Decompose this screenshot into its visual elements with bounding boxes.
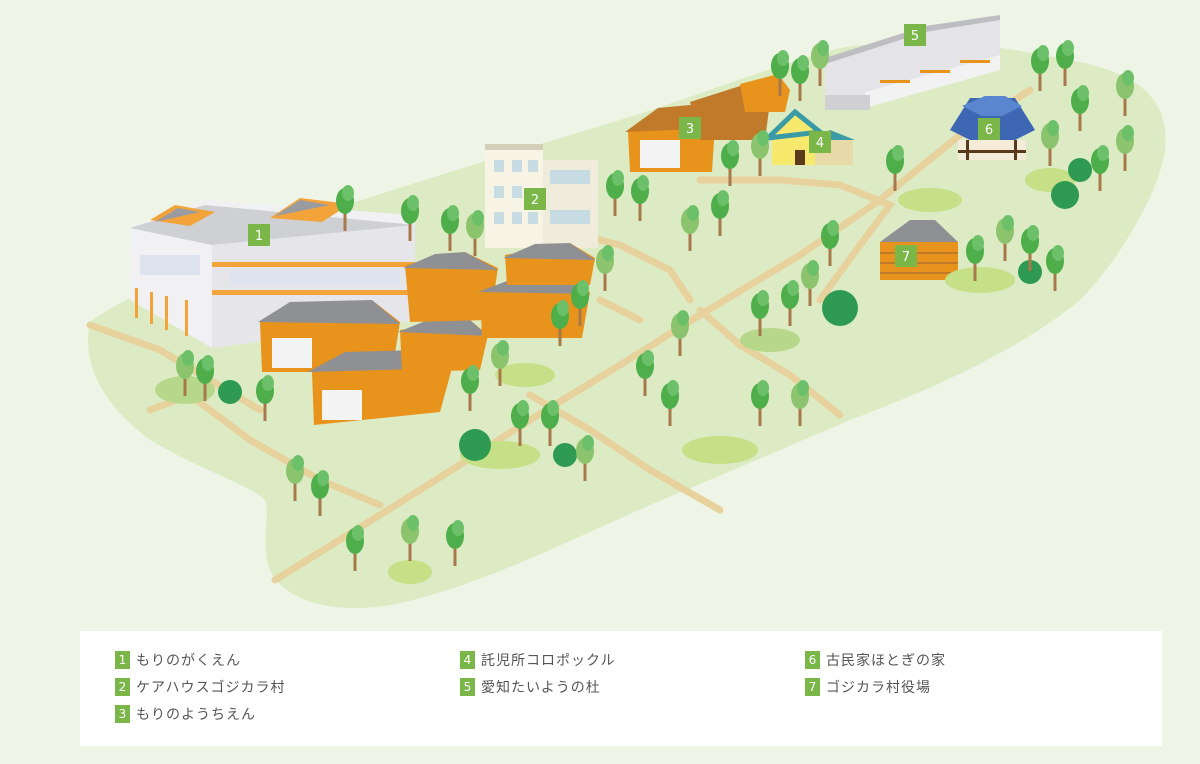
marker-7[interactable]: 7 xyxy=(895,245,917,267)
tree xyxy=(1031,45,1049,91)
tree xyxy=(1091,145,1109,191)
legend-item-4[interactable]: 4 託児所コロポックル xyxy=(460,651,616,669)
tree xyxy=(966,235,984,281)
tree xyxy=(636,350,654,396)
tree xyxy=(886,145,904,191)
tree xyxy=(1071,85,1089,131)
tree xyxy=(461,365,479,411)
tree xyxy=(401,195,419,241)
legend-label: ゴジカラ村役場 xyxy=(826,680,931,696)
tree xyxy=(811,40,829,86)
tree xyxy=(446,520,464,566)
legend-item-7[interactable]: 7 ゴジカラ村役場 xyxy=(805,678,946,696)
legend-column-3: 6 古民家ほとぎの家 7 ゴジカラ村役場 xyxy=(805,651,946,705)
tree xyxy=(821,220,839,266)
tree xyxy=(1021,225,1039,271)
building-morino-gakuen[interactable] xyxy=(130,198,415,348)
tree xyxy=(466,210,484,256)
tree xyxy=(781,280,799,326)
tree xyxy=(576,435,594,481)
legend-item-2[interactable]: 2 ケアハウスゴジカラ村 xyxy=(115,678,285,696)
marker-2[interactable]: 2 xyxy=(524,188,546,210)
tree xyxy=(751,130,769,176)
legend-number-badge: 1 xyxy=(115,651,130,669)
tree xyxy=(671,310,689,356)
legend-label: 託児所コロポックル xyxy=(481,653,616,669)
tree xyxy=(511,400,529,446)
legend-item-1[interactable]: 1 もりのがくえん xyxy=(115,651,285,669)
svg-text:3: 3 xyxy=(686,122,694,137)
legend-number-badge: 4 xyxy=(460,651,475,669)
tree xyxy=(401,515,419,561)
tree xyxy=(311,470,329,516)
legend-label: もりのがくえん xyxy=(136,653,241,669)
legend-number-badge: 5 xyxy=(460,678,475,696)
tree xyxy=(791,380,809,426)
tree xyxy=(551,300,569,346)
tree xyxy=(1116,125,1134,171)
tree xyxy=(346,525,364,571)
legend-item-6[interactable]: 6 古民家ほとぎの家 xyxy=(805,651,946,669)
building-morino-youchien[interactable] xyxy=(625,74,790,172)
tree xyxy=(606,170,624,216)
tree xyxy=(681,205,699,251)
svg-text:6: 6 xyxy=(985,123,993,138)
legend-column-2: 4 託児所コロポックル 5 愛知たいようの杜 xyxy=(460,651,616,705)
tree xyxy=(491,340,509,386)
marker-3[interactable]: 3 xyxy=(679,117,701,139)
tree xyxy=(571,280,589,326)
legend-column-1: 1 もりのがくえん 2 ケアハウスゴジカラ村 3 もりのようちえん xyxy=(115,651,285,732)
trees xyxy=(176,40,1134,571)
tree xyxy=(751,290,769,336)
tree xyxy=(286,455,304,501)
shrubs xyxy=(155,158,1092,584)
tree xyxy=(1116,70,1134,116)
legend-label: もりのようちえん xyxy=(136,707,256,723)
svg-text:1: 1 xyxy=(255,229,263,244)
legend-item-3[interactable]: 3 もりのようちえん xyxy=(115,705,285,723)
tree xyxy=(721,140,739,186)
marker-5[interactable]: 5 xyxy=(904,24,926,46)
tree xyxy=(256,375,274,421)
legend-item-5[interactable]: 5 愛知たいようの杜 xyxy=(460,678,616,696)
tree xyxy=(541,400,559,446)
tree xyxy=(751,380,769,426)
tree xyxy=(596,245,614,291)
legend-number-badge: 7 xyxy=(805,678,820,696)
tree xyxy=(631,175,649,221)
svg-text:2: 2 xyxy=(531,193,539,208)
marker-1[interactable]: 1 xyxy=(248,224,270,246)
tree xyxy=(711,190,729,236)
tree xyxy=(1046,245,1064,291)
tree xyxy=(336,185,354,231)
legend-number-badge: 2 xyxy=(115,678,130,696)
tree xyxy=(176,350,194,396)
legend-number-badge: 6 xyxy=(805,651,820,669)
marker-4[interactable]: 4 xyxy=(809,131,831,153)
legend-label: ケアハウスゴジカラ村 xyxy=(136,680,286,696)
tree xyxy=(1056,40,1074,86)
svg-text:4: 4 xyxy=(816,136,824,151)
marker-6[interactable]: 6 xyxy=(978,118,1000,140)
svg-text:5: 5 xyxy=(911,29,919,44)
tree xyxy=(441,205,459,251)
legend-panel: 1 もりのがくえん 2 ケアハウスゴジカラ村 3 もりのようちえん 4 託児所コ… xyxy=(80,631,1162,746)
tree xyxy=(791,55,809,101)
village-map: 1 2 3 4 5 6 7 xyxy=(86,15,1166,609)
svg-text:7: 7 xyxy=(902,250,910,265)
tree xyxy=(661,380,679,426)
legend-label: 愛知たいようの杜 xyxy=(481,680,601,696)
building-taiyou-no-mori[interactable] xyxy=(825,15,1000,110)
tree xyxy=(771,50,789,96)
legend-label: 古民家ほとぎの家 xyxy=(826,653,946,669)
tree xyxy=(996,215,1014,261)
tree xyxy=(801,260,819,306)
legend-number-badge: 3 xyxy=(115,705,130,723)
tree xyxy=(1041,120,1059,166)
tree xyxy=(196,355,214,401)
